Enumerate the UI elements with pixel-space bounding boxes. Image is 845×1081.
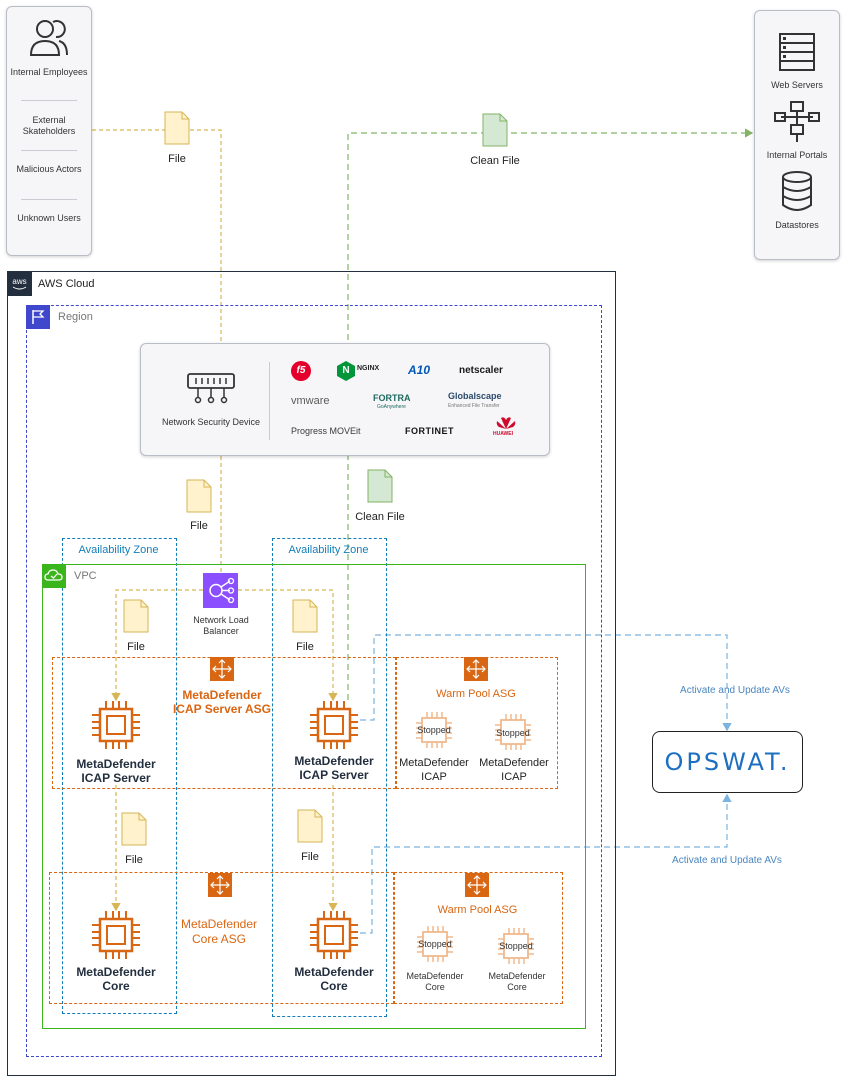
svg-text:aws: aws — [12, 277, 26, 286]
ec2-instance-icon — [310, 911, 358, 959]
asg-icon — [210, 657, 234, 681]
stopped-label: Stopped — [496, 728, 530, 738]
icap-server-asg-label: MetaDefender ICAP Server ASG — [172, 688, 272, 716]
vpc-label: VPC — [74, 570, 97, 582]
opswat-logo: OPSWAT. — [664, 748, 791, 776]
file-icon — [123, 599, 149, 633]
fortinet-logo: FORTINET — [405, 426, 454, 436]
warm-pool-label: Warm Pool ASG — [436, 688, 516, 700]
opswat-box: OPSWAT. — [652, 731, 803, 793]
activate-label-bottom: Activate and Update AVs — [672, 855, 782, 866]
availability-zone-label: Availability Zone — [78, 544, 159, 556]
server-rack-icon — [779, 33, 815, 71]
activate-label-top: Activate and Update AVs — [680, 685, 790, 696]
database-icon — [782, 171, 812, 211]
file-label: File — [301, 851, 319, 863]
vmware-logo: vmware — [291, 395, 330, 407]
file-label: File — [296, 641, 314, 653]
core-label: MetaDefender Core — [294, 965, 374, 993]
file-icon — [186, 479, 212, 513]
globalscape-sub-logo: Enhanced File Transfer — [448, 403, 500, 409]
stopped-label: Stopped — [499, 941, 533, 951]
f5-logo: f5 — [291, 361, 311, 381]
panel-divider — [269, 362, 270, 440]
core-label: MetaDefender Core — [76, 965, 156, 993]
core-asg-label: MetaDefender Core ASG — [180, 917, 258, 946]
actor-malicious-actors: Malicious Actors — [16, 164, 82, 174]
stopped-instance-icon — [416, 712, 452, 748]
network-security-device-panel: Network Security Device f5 N NGINX A10 n… — [140, 343, 550, 456]
fortra-sub-logo: GoAnywhere — [377, 404, 406, 410]
stopped-instance-icon — [498, 928, 534, 964]
region-label: Region — [58, 311, 93, 323]
netscaler-logo: netscaler — [459, 365, 503, 376]
nginx-logo: NGINX — [357, 365, 380, 372]
clean-file-icon — [367, 469, 393, 503]
warm-core-label: MetaDefender Core — [406, 971, 464, 992]
region-flag-icon — [26, 305, 50, 329]
huawei-logo: HUAWEI — [493, 431, 513, 437]
actor-internal-employees: Internal Employees — [10, 67, 88, 77]
warm-core-label: MetaDefender Core — [488, 971, 546, 992]
file-label: File — [168, 153, 186, 165]
network-appliance-icon — [187, 373, 235, 404]
globalscape-logo: Globalscape — [448, 391, 502, 401]
destinations-panel: Web Servers Internal Portals Datastores — [754, 10, 840, 260]
aws-cloud-group — [7, 271, 616, 1076]
availability-zone-2 — [272, 538, 387, 1017]
stopped-instance-icon — [417, 926, 453, 962]
warm-pool-core-group — [394, 872, 563, 1004]
file-icon — [164, 111, 190, 145]
asg-icon — [465, 873, 489, 897]
stopped-label: Stopped — [418, 939, 452, 949]
clean-file-label: Clean File — [355, 511, 405, 523]
region-group — [26, 305, 602, 1057]
huawei-flower-icon — [496, 417, 516, 429]
icap-server-label: MetaDefender ICAP Server — [294, 754, 374, 782]
file-icon — [297, 809, 323, 843]
ec2-instance-icon — [92, 701, 140, 749]
dest-datastores: Datastores — [775, 220, 819, 230]
actor-external-stakeholders: External Skateholders — [22, 115, 76, 136]
warm-icap-label: MetaDefender ICAP — [399, 757, 469, 783]
core-asg-group — [49, 872, 394, 1004]
portal-network-icon — [774, 101, 820, 142]
dest-web-servers: Web Servers — [771, 80, 823, 90]
ec2-instance-icon — [92, 911, 140, 959]
asg-icon — [464, 657, 488, 681]
warm-icap-label: MetaDefender ICAP — [479, 757, 549, 783]
file-label: File — [190, 520, 208, 532]
ec2-instance-icon — [310, 701, 358, 749]
users-icon — [29, 20, 68, 56]
stopped-label: Stopped — [417, 725, 451, 735]
actors-panel: Internal Employees External Skateholders… — [6, 6, 92, 256]
warm-pool-label: Warm Pool ASG — [437, 904, 518, 916]
actor-unknown-users: Unknown Users — [17, 213, 81, 223]
a10-logo: A10 — [408, 363, 431, 377]
file-icon — [292, 599, 318, 633]
stopped-instance-icon — [495, 714, 531, 750]
availability-zone-1 — [62, 538, 177, 1014]
dest-internal-portals: Internal Portals — [766, 150, 828, 160]
availability-zone-label: Availability Zone — [288, 544, 369, 556]
clean-file-icon — [482, 113, 508, 147]
vpc-group — [42, 564, 586, 1029]
aws-cloud-label: AWS Cloud — [38, 278, 95, 290]
network-load-balancer-label: Network Load Balancer — [193, 615, 249, 636]
asg-icon — [208, 873, 232, 897]
network-security-device-label: Network Security Device — [161, 417, 261, 427]
nginx-logo-mark: N — [337, 361, 355, 381]
progress-moveit-logo: Progress MOVEit — [291, 426, 361, 436]
fortra-logo: FORTRA — [373, 393, 411, 403]
file-label: File — [127, 641, 145, 653]
clean-file-label: Clean File — [470, 155, 520, 167]
file-label: File — [125, 854, 143, 866]
aws-logo-icon: aws — [7, 271, 32, 296]
network-load-balancer-icon — [203, 573, 238, 608]
icap-server-label: MetaDefender ICAP Server — [76, 757, 156, 785]
vpc-cloud-icon — [42, 564, 66, 588]
file-icon — [121, 812, 147, 846]
